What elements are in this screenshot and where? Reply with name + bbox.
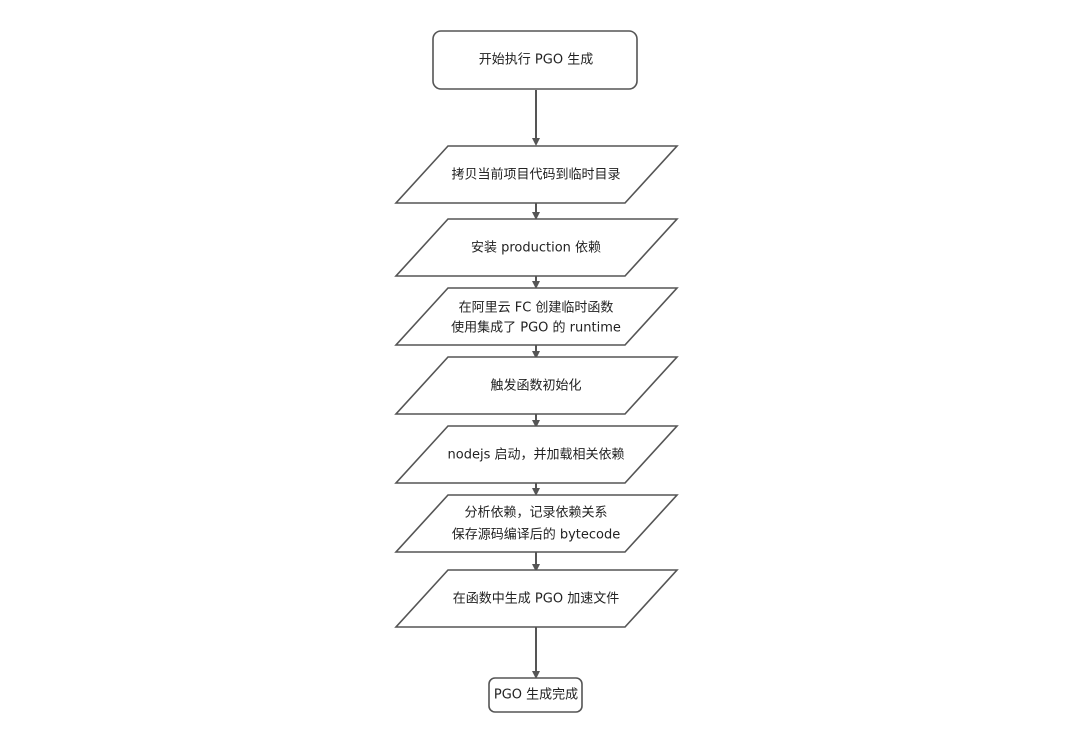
start-box <box>432 30 638 90</box>
step-4-shape <box>394 356 679 415</box>
step-7-label-line-1: 在函数中生成 PGO 加速文件 <box>453 592 619 607</box>
step-4-label-line-1: 触发函数初始化 <box>490 378 581 394</box>
step-2-shape <box>394 218 679 277</box>
step-3-label-line-2: 使用集成了 PGO 的 runtime <box>451 320 621 336</box>
end-label: PGO 生成完成 <box>494 688 578 703</box>
step-2-label-line-1: 安装 production 依赖 <box>471 241 601 256</box>
step-1: 拷贝当前项目代码到临时目录 <box>394 145 679 204</box>
end-node: PGO 生成完成 <box>488 677 583 713</box>
step-2: 安装 production 依赖 <box>394 218 679 277</box>
step-3-label-line-1: 在阿里云 FC 创建临时函数 <box>459 301 614 316</box>
step-6-label-line-2: 保存源码编译后的 bytecode <box>452 527 621 543</box>
step-5-label-line-1: nodejs 启动，并加载相关依赖 <box>448 448 625 463</box>
step-5-shape <box>394 425 679 484</box>
end-box <box>488 677 583 713</box>
start-label: 开始执行 PGO 生成 <box>479 53 593 68</box>
step-3-shape <box>394 287 679 346</box>
step-1-shape <box>394 145 679 204</box>
step-7-shape <box>394 569 679 628</box>
step-3: 在阿里云 FC 创建临时函数 使用集成了 PGO 的 runtime <box>394 287 679 346</box>
step-6-shape <box>394 494 679 553</box>
step-1-label-line-1: 拷贝当前项目代码到临时目录 <box>451 167 620 183</box>
step-4: 触发函数初始化 <box>394 356 679 415</box>
step-6: 分析依赖，记录依赖关系 保存源码编译后的 bytecode <box>394 494 679 553</box>
step-7: 在函数中生成 PGO 加速文件 <box>394 569 679 628</box>
step-5: nodejs 启动，并加载相关依赖 <box>394 425 679 484</box>
start-node: 开始执行 PGO 生成 <box>432 30 638 90</box>
step-6-label-line-1: 分析依赖，记录依赖关系 <box>464 506 607 521</box>
